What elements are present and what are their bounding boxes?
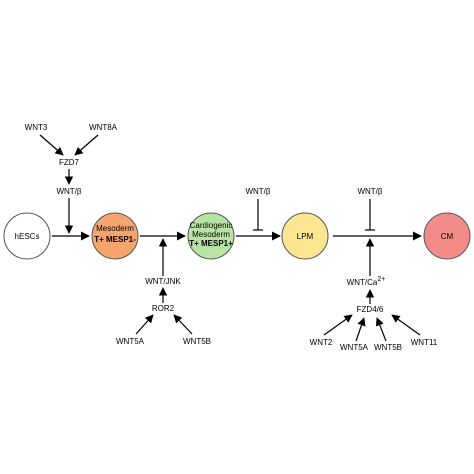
arrow-wnt3-to-fzd7 bbox=[39, 134, 64, 156]
node-cardiogenic-mesoderm: Cardiogenic Mesoderm T+ MESP1+ bbox=[187, 212, 235, 260]
label-wnt5b-1: WNT5B bbox=[183, 337, 211, 346]
label-fzd46: FZD4/6 bbox=[357, 305, 384, 314]
arrow-wnt5a-to-ror2 bbox=[135, 314, 154, 335]
cardiogenic-markers: T+ MESP1+ bbox=[189, 239, 233, 248]
label-wnt8a: WNT8A bbox=[89, 123, 118, 132]
label-wnt-jnk: WNT/JNK bbox=[145, 277, 181, 286]
label-wnt-ca: WNT/Ca2+ bbox=[347, 276, 386, 287]
hescs-label: hESCs bbox=[15, 232, 40, 241]
label-wnt5a-1: WNT5A bbox=[116, 337, 145, 346]
arrow-wnt2-to-fzd46 bbox=[323, 314, 353, 336]
wnt-ca-superscript: 2+ bbox=[377, 276, 385, 283]
node-lpm: LPM bbox=[281, 212, 329, 260]
arrow-wnt8a-to-fzd7 bbox=[74, 134, 99, 156]
label-ror2: ROR2 bbox=[152, 304, 175, 313]
label-wnt3: WNT3 bbox=[25, 123, 48, 132]
label-wnt5a-2: WNT5A bbox=[340, 343, 369, 352]
lpm-circle bbox=[281, 212, 329, 260]
label-fzd7: FZD7 bbox=[59, 158, 80, 167]
arrow-wnt5b-to-fzd46 bbox=[375, 317, 387, 342]
label-wnt-beta-1: WNT/β bbox=[56, 187, 81, 196]
arrow-wnt11-to-fzd46 bbox=[391, 314, 421, 336]
label-wnt11: WNT11 bbox=[411, 338, 438, 347]
hescs-circle bbox=[3, 212, 51, 260]
cm-label: CM bbox=[441, 232, 454, 241]
arrow-wnt5b-to-ror2 bbox=[173, 314, 193, 335]
label-wnt2: WNT2 bbox=[310, 338, 333, 347]
label-wnt-beta-2: WNT/β bbox=[245, 187, 270, 196]
cardiogenic-label-2: Mesoderm bbox=[192, 230, 230, 239]
node-hescs: hESCs bbox=[3, 212, 51, 260]
cardiogenic-label: Cardiogenic bbox=[190, 221, 233, 230]
label-wnt-beta-3: WNT/β bbox=[357, 187, 382, 196]
wnt-ca-base: WNT/Ca bbox=[347, 278, 378, 287]
lpm-label: LPM bbox=[297, 232, 314, 241]
node-mesoderm: Mesoderm T+ MESP1- bbox=[91, 212, 139, 260]
cm-circle bbox=[423, 212, 471, 260]
mesoderm-markers: T+ MESP1- bbox=[94, 235, 136, 244]
node-cm: CM bbox=[423, 212, 471, 260]
mesoderm-circle bbox=[91, 212, 139, 260]
label-wnt5b-2: WNT5B bbox=[374, 343, 402, 352]
mesoderm-label: Mesoderm bbox=[96, 224, 134, 233]
cardiogenic-circle bbox=[187, 212, 235, 260]
arrow-wnt5a-to-fzd46 bbox=[355, 317, 366, 342]
